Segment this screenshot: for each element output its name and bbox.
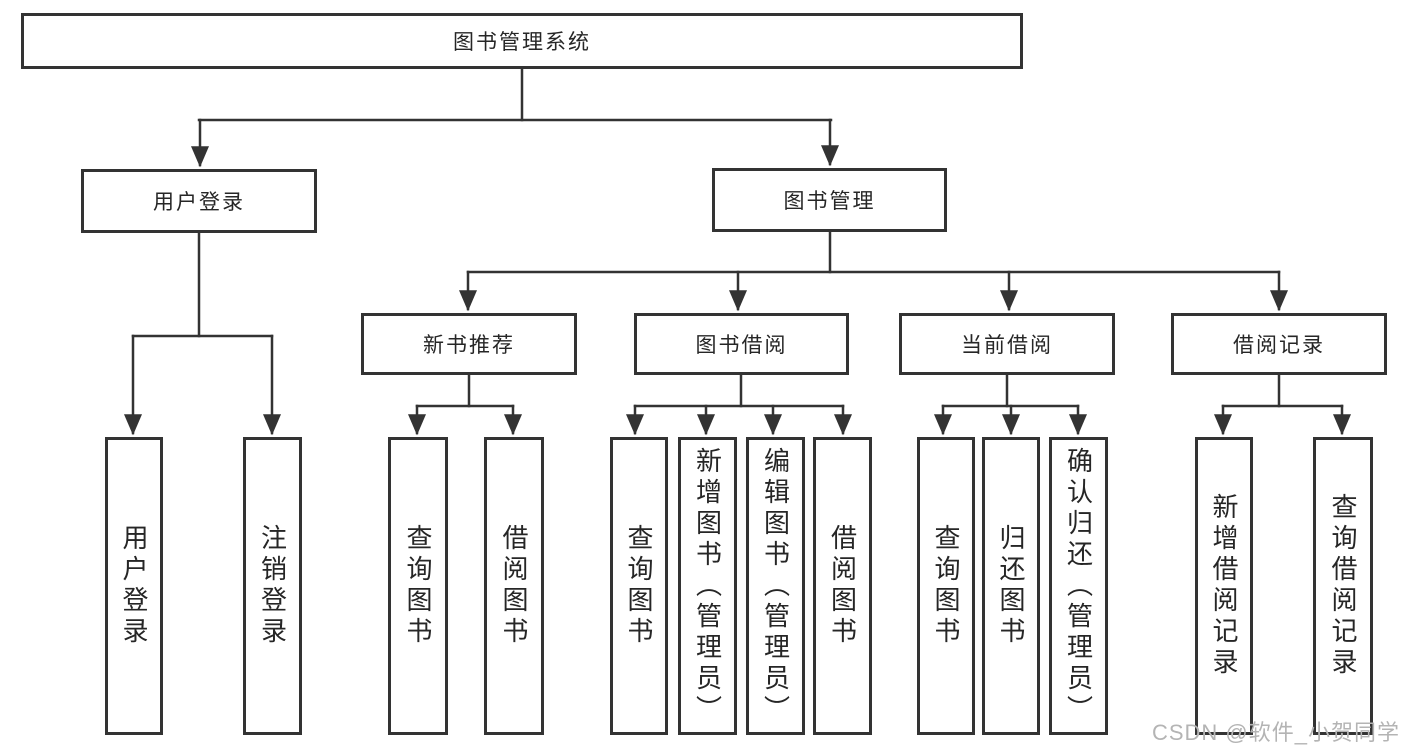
leaf-query-books-borrow: 查询图书 — [610, 437, 668, 735]
leaf-borrow-books-recommend: 借阅图书 — [484, 437, 544, 735]
leaf-logout: 注销登录 — [243, 437, 302, 735]
node-book-borrow: 图书借阅 — [634, 313, 849, 375]
node-library-management-system: 图书管理系统 — [21, 13, 1023, 69]
leaf-query-books-current: 查询图书 — [917, 437, 975, 735]
leaf-add-borrow-record: 新增借阅记录 — [1195, 437, 1253, 735]
leaf-query-borrow-record: 查询借阅记录 — [1313, 437, 1373, 735]
node-current-borrow: 当前借阅 — [899, 313, 1115, 375]
leaf-query-books-recommend: 查询图书 — [388, 437, 448, 735]
leaf-return-book: 归还图书 — [982, 437, 1040, 735]
leaf-borrow-books: 借阅图书 — [813, 437, 872, 735]
node-book-management: 图书管理 — [712, 168, 947, 232]
node-new-book-recommend: 新书推荐 — [361, 313, 577, 375]
leaf-edit-book-admin: 编辑图书（管理员） — [746, 437, 805, 735]
node-user-login: 用户登录 — [81, 169, 317, 233]
csdn-watermark: CSDN @软件_小贺同学 — [1151, 720, 1400, 745]
node-borrow-records: 借阅记录 — [1171, 313, 1387, 375]
leaf-confirm-return-admin: 确认归还（管理员） — [1049, 437, 1108, 735]
leaf-user-login: 用户登录 — [105, 437, 163, 735]
leaf-add-book-admin: 新增图书（管理员） — [678, 437, 737, 735]
